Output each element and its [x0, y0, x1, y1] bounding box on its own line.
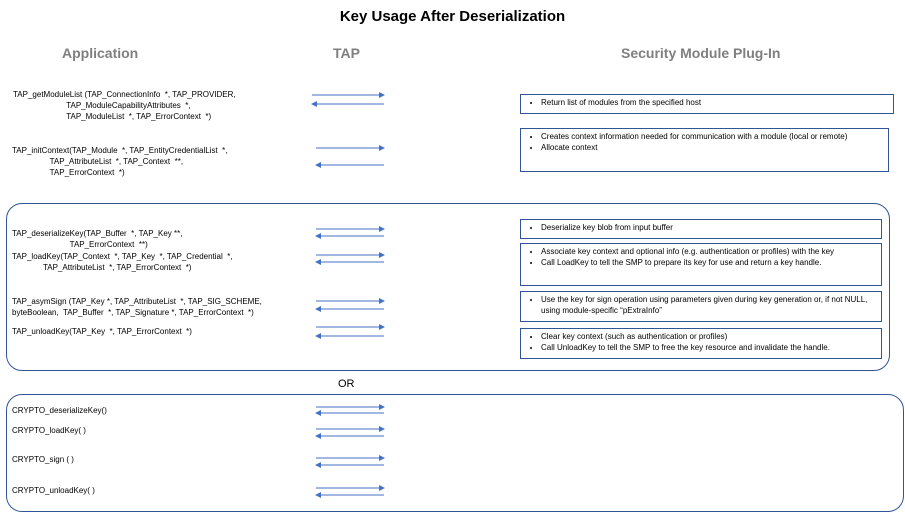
call-crypto-unload-key: CRYPTO_unloadKey( ) [12, 486, 95, 495]
smp-note-get-module-list: Return list of modules from the specifie… [520, 94, 894, 114]
smp-note-load-key: Associate key context and optional info … [520, 243, 882, 286]
call-tap-unload-key: TAP_unloadKey(TAP_Key *, TAP_ErrorContex… [12, 327, 192, 336]
call-crypto-deserialize-key: CRYPTO_deserializeKey() [12, 406, 107, 415]
smp-note-item: Return list of modules from the specifie… [541, 97, 887, 108]
diagram-title: Key Usage After Deserialization [339, 8, 566, 25]
smp-note-item: Clear key context (such as authenticatio… [541, 331, 875, 342]
smp-note-deserialize-key: Deserialize key blob from input buffer [520, 219, 882, 239]
column-header-tap: TAP [333, 45, 360, 61]
smp-note-item: Allocate context [541, 142, 882, 153]
smp-note-item: Creates context information needed for c… [541, 131, 882, 142]
call-tap-asym-sign: TAP_asymSign (TAP_Key *, TAP_AttributeLi… [12, 297, 262, 317]
call-tap-load-key: TAP_loadKey(TAP_Context *, TAP_Key *, TA… [12, 252, 233, 272]
smp-note-asym-sign: Use the key for sign operation using par… [520, 291, 882, 322]
call-crypto-load-key: CRYPTO_loadKey( ) [12, 426, 86, 435]
smp-note-unload-key: Clear key context (such as authenticatio… [520, 328, 882, 359]
column-header-smp: Security Module Plug-In [621, 45, 781, 61]
smp-note-item: Call LoadKey to tell the SMP to prepare … [541, 257, 875, 268]
smp-note-item: Use the key for sign operation using par… [541, 294, 875, 316]
call-tap-get-module-list: TAP_getModuleList (TAP_ConnectionInfo *,… [13, 90, 236, 121]
call-crypto-sign: CRYPTO_sign ( ) [12, 455, 74, 464]
or-label: OR [338, 378, 355, 390]
smp-note-init-context: Creates context information needed for c… [520, 128, 889, 172]
tap-key-usage-group [6, 203, 890, 371]
smp-note-item: Associate key context and optional info … [541, 246, 875, 257]
smp-note-item: Call UnloadKey to tell the SMP to free t… [541, 342, 875, 353]
column-header-application: Application [62, 45, 139, 61]
smp-note-item: Deserialize key blob from input buffer [541, 222, 875, 233]
call-tap-deserialize-key: TAP_deserializeKey(TAP_Buffer *, TAP_Key… [12, 229, 183, 249]
call-tap-init-context: TAP_initContext(TAP_Module *, TAP_Entity… [12, 146, 228, 177]
